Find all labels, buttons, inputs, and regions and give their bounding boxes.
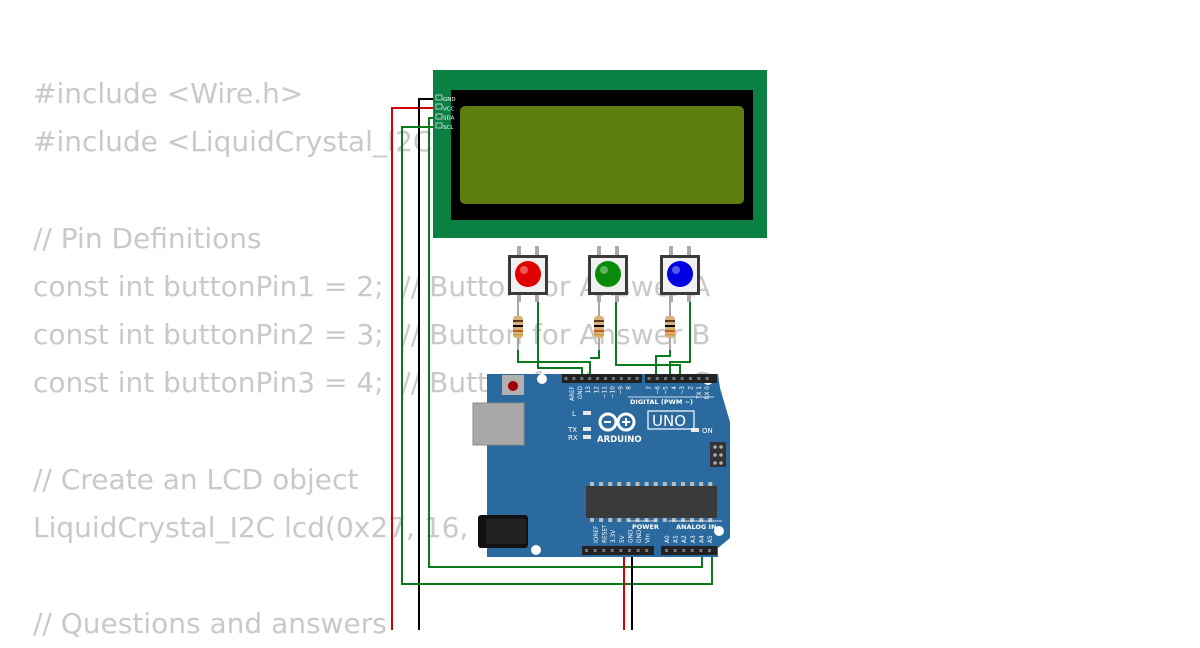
- lcd-pin-label-sda: SDA: [443, 116, 455, 122]
- svg-text:ARDUINO: ARDUINO: [597, 435, 642, 445]
- power-header: [582, 546, 654, 555]
- code-line: const int buttonPin2 = 3; // Button for …: [33, 317, 711, 351]
- pin-label-power: 5V: [620, 535, 626, 543]
- pin-label-power: RESET: [603, 524, 609, 543]
- resistor-3[interactable]: [665, 300, 675, 350]
- wire-scl[interactable]: [401, 126, 713, 585]
- pin-label-power: GND: [628, 529, 634, 543]
- analog-header: [661, 546, 717, 555]
- wires: [391, 98, 713, 630]
- pin-label-top: ~10: [611, 386, 617, 399]
- lcd-pin-label-scl: SCL: [443, 125, 454, 131]
- pin-label-top: 13: [586, 386, 592, 394]
- push-buttons: [508, 246, 700, 302]
- svg-text:ON: ON: [702, 427, 713, 435]
- lcd-module[interactable]: GND VCC SDA SCL: [433, 70, 767, 238]
- lcd-pin-header: [435, 94, 443, 129]
- pin-label-top: 7: [647, 386, 653, 390]
- pin-label-power: Vin: [646, 534, 652, 543]
- resistor-1[interactable]: [513, 300, 523, 350]
- pin-label-top: ~5: [664, 386, 670, 395]
- pin-label-top: ~3: [680, 386, 686, 395]
- pin-label-analog: A1: [674, 535, 680, 543]
- resistor-2[interactable]: [594, 300, 604, 350]
- pin-label-analog: A3: [691, 535, 697, 543]
- usb-port: [472, 402, 525, 446]
- svg-text:RX: RX: [568, 434, 578, 442]
- wire-button2[interactable]: [615, 262, 681, 378]
- svg-text:UNO: UNO: [652, 412, 686, 430]
- status-leds: L TX RX ON: [567, 410, 713, 442]
- push-button-3[interactable]: [660, 246, 700, 302]
- pin-label-top: GND: [578, 385, 584, 399]
- atmega-chip: [586, 482, 717, 522]
- wire-res2[interactable]: [590, 350, 600, 359]
- pin-label-power: 3.3V: [611, 530, 617, 543]
- pin-label-top: 4: [672, 386, 678, 390]
- pin-label-power: IOREF: [594, 526, 600, 543]
- pin-label-analog: A0: [665, 535, 671, 543]
- arduino-logo: UNO ARDUINO: [597, 410, 695, 445]
- lcd-screen: [460, 106, 744, 204]
- digital-header: [562, 374, 642, 383]
- resistors: [513, 300, 675, 350]
- code-line: #include <Wire.h>: [33, 77, 304, 110]
- wire-vcc[interactable]: [391, 107, 441, 630]
- code-line: // Pin Definitions: [33, 221, 262, 255]
- lcd-pin-labels: GND VCC SDA SCL: [443, 97, 456, 131]
- lcd-pin-label-gnd: GND: [443, 97, 456, 103]
- wire-res1[interactable]: [517, 350, 591, 378]
- pin-label-top: 8: [627, 386, 633, 390]
- code-line: // Create an LCD object: [33, 462, 359, 496]
- push-button-1[interactable]: [508, 246, 548, 302]
- pin-label-top: 12: [594, 386, 600, 394]
- circuit-diagram: GND VCC SDA SCL: [391, 70, 767, 630]
- pin-label-top: ~9: [619, 386, 625, 395]
- pin-label-top: ~6: [655, 386, 661, 395]
- svg-text:ANALOG IN: ANALOG IN: [676, 523, 716, 531]
- pin-label-analog: A5: [708, 535, 714, 543]
- push-button-2[interactable]: [588, 246, 628, 302]
- pin-label-analog: A2: [682, 535, 688, 543]
- digital-header-label: DIGITAL (PWM ~): [630, 398, 693, 406]
- pin-label-top: ~11: [602, 386, 608, 399]
- wire-button1[interactable]: [537, 262, 583, 378]
- pin-label-top: TX 1: [697, 386, 703, 400]
- wire-res3[interactable]: [655, 350, 671, 378]
- pin-label-top: AREF: [570, 386, 576, 401]
- pin-label-analog: A4: [699, 535, 705, 543]
- svg-text:TX: TX: [567, 426, 577, 434]
- svg-text:L: L: [572, 410, 576, 418]
- pin-label-power: GND: [637, 529, 643, 543]
- lcd-pin-label-vcc: VCC: [443, 106, 455, 112]
- pin-label-top: 2: [689, 386, 695, 390]
- svg-text:POWER: POWER: [632, 523, 659, 531]
- pin-label-top: RX 0: [705, 386, 711, 400]
- wire-button3[interactable]: [669, 262, 691, 378]
- icsp-header: [710, 442, 726, 467]
